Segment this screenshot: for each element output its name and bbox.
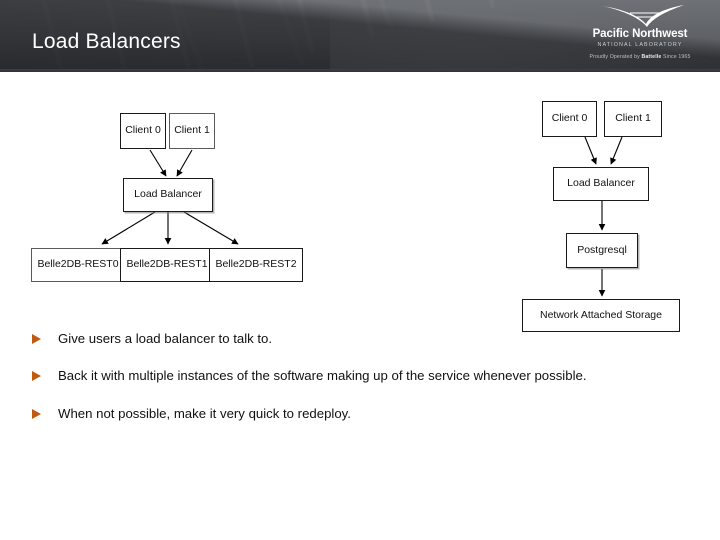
slide-header <box>0 0 720 72</box>
node-belle2db-rest1: Belle2DB-REST1 <box>120 248 214 282</box>
node-label: Network Attached Storage <box>540 308 662 321</box>
node-label: Load Balancer <box>567 177 635 190</box>
node-label: Client 1 <box>174 124 210 137</box>
pnnl-swoosh-icon <box>600 4 686 28</box>
list-item-text: When not possible, make it very quick to… <box>58 406 351 422</box>
node-label: Postgresql <box>577 243 627 256</box>
logo-tagline: Proudly Operated by Battelle Since 1965 <box>570 54 710 60</box>
pnnl-logo: Pacific Northwest NATIONAL LABORATORY Pr… <box>570 4 710 68</box>
list-item-text: Give users a load balancer to talk to. <box>58 331 273 346</box>
logo-tagline-prefix: Proudly Operated by <box>589 54 642 60</box>
node-label: Client 0 <box>125 124 161 137</box>
logo-tagline-brand: Battelle <box>641 54 662 60</box>
list-item: When not possible, make it very quick to… <box>30 405 558 424</box>
logo-tagline-suffix: Since 1965 <box>661 54 691 60</box>
header-highlight-sweep <box>330 0 720 72</box>
node-label: Load Balancer <box>134 188 202 201</box>
list-item: Back it with multiple instances of the s… <box>30 367 720 386</box>
bullet-triangle-icon <box>32 334 41 344</box>
node-network-attached-storage: Network Attached Storage <box>522 299 680 332</box>
logo-name: Pacific Northwest <box>592 28 688 40</box>
node-label: Belle2DB-REST0 <box>37 258 119 271</box>
node-postgresql: Postgresql <box>566 233 638 268</box>
node-client1: Client 1 <box>169 113 215 149</box>
node-client0: Client 0 <box>542 101 597 137</box>
diagram-load-balanced-rest-services: Client 0 Client 1 Load Balancer Belle2DB… <box>0 0 340 300</box>
node-label: Client 0 <box>551 112 588 125</box>
node-load-balancer: Load Balancer <box>123 178 213 212</box>
header-bottom-edge <box>0 69 720 72</box>
node-belle2db-rest2: Belle2DB-REST2 <box>209 248 303 282</box>
node-label: Client 1 <box>615 112 651 125</box>
bullet-list: Give users a load balancer to talk to. B… <box>30 330 716 442</box>
node-belle2db-rest0: Belle2DB-REST0 <box>31 248 125 282</box>
page-title: Load Balancers <box>32 30 181 53</box>
list-item-text: Back it with multiple instances of the s… <box>58 367 587 383</box>
node-client1: Client 1 <box>604 101 662 137</box>
bullet-triangle-icon <box>32 370 41 381</box>
logo-subtitle: NATIONAL LABORATORY <box>597 42 683 48</box>
node-label: Belle2DB-REST1 <box>126 258 208 271</box>
list-item: Give users a load balancer to talk to. <box>30 330 478 349</box>
node-client0: Client 0 <box>120 113 166 149</box>
node-load-balancer: Load Balancer <box>553 167 649 201</box>
diagram-single-database-backend: Client 0 Client 1 Load Balancer Postgres… <box>510 0 720 345</box>
node-label: Belle2DB-REST2 <box>215 258 297 271</box>
bullet-triangle-icon <box>32 409 41 420</box>
